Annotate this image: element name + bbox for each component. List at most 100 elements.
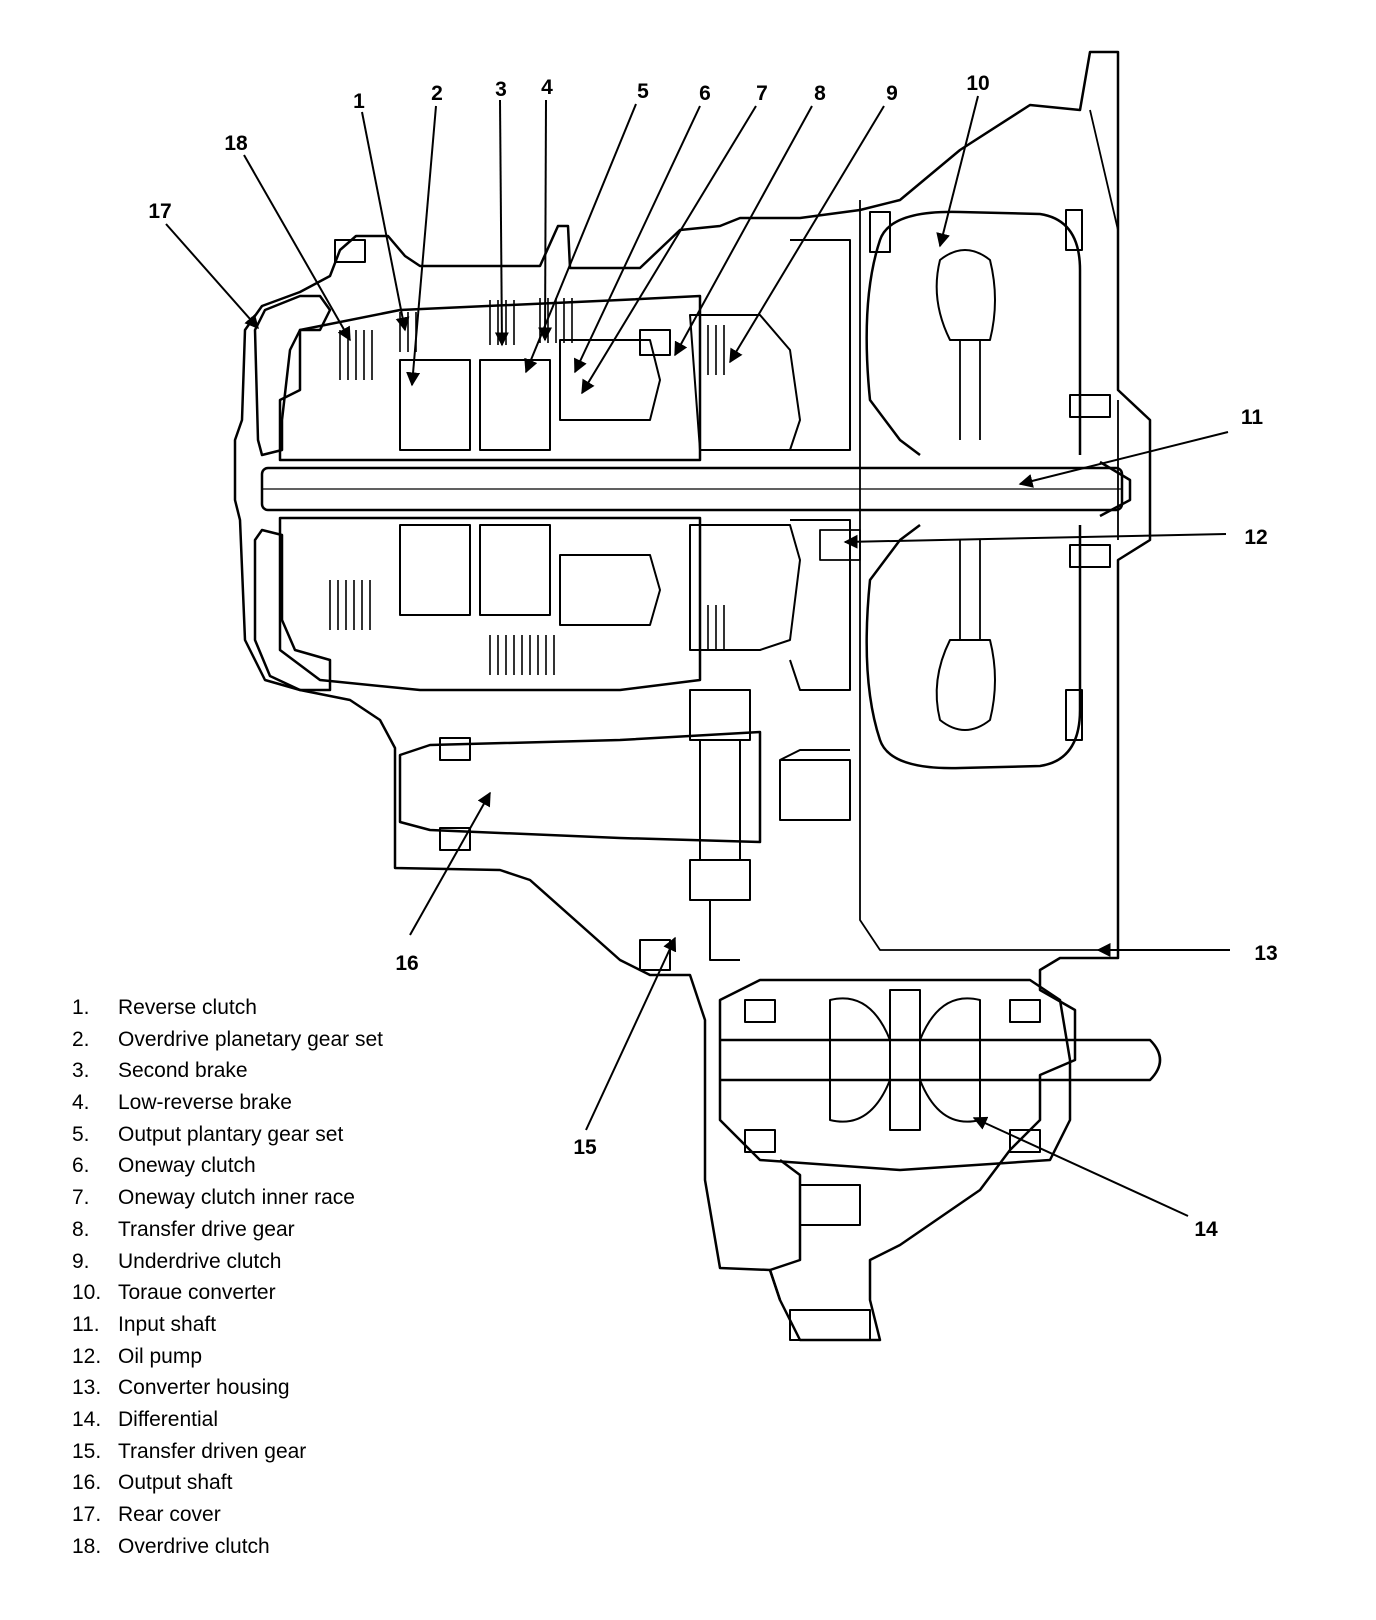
output-planetary-gear-set — [479, 359, 551, 451]
leader-arrow-2 — [406, 105, 437, 387]
legend-label: Output shaft — [118, 1471, 233, 1495]
legend-label: Converter housing — [118, 1376, 290, 1400]
leader-arrow-16 — [409, 791, 491, 936]
legend-number: 17. — [72, 1503, 102, 1526]
legend-number: 2. — [72, 1027, 90, 1051]
lower-clutch-housing — [278, 516, 702, 692]
output-shaft-bearing-lower — [439, 827, 471, 851]
legend-item: 10.Toraue converter — [72, 1281, 542, 1313]
legend-item: 1. Reverse clutch — [72, 996, 542, 1028]
torque-converter-housing — [865, 210, 1082, 770]
differential-pinion-right — [919, 997, 981, 1123]
housing-bolts — [334, 209, 1111, 741]
leader-arrow-18 — [243, 154, 351, 342]
legend-number: 18. — [72, 1534, 102, 1558]
input-shaft-end — [1099, 460, 1132, 518]
legend-item: 18. Overdrive clutch — [72, 1535, 542, 1567]
leader-arrow-9 — [729, 105, 885, 364]
lower-bolt — [789, 1309, 871, 1341]
overdrive-clutch-plates — [329, 330, 373, 630]
leader-arrow-14 — [972, 1116, 1189, 1217]
underdrive-clutch-plates — [699, 325, 725, 650]
differential-pinion-left — [829, 997, 891, 1123]
legend-number: 4. — [72, 1091, 90, 1115]
transfer-driven-gear — [639, 689, 751, 971]
callout-9: 9 — [886, 82, 898, 105]
legend-item: 15.Transfer driven gear — [72, 1440, 542, 1472]
overdrive-planetary-gear-set-lower — [399, 524, 471, 616]
rear-cover-lower — [253, 528, 332, 692]
legend-label: Output plantary gear set — [118, 1122, 344, 1146]
legend-number: 13. — [72, 1376, 102, 1400]
converter-housing-outline — [233, 50, 1152, 1342]
legend-label: Differential — [118, 1407, 218, 1431]
callout-18: 18 — [224, 132, 248, 155]
callout-16: 16 — [395, 952, 418, 975]
leader-arrow-5 — [524, 103, 637, 374]
legend-label: Overdrive planetary gear set — [118, 1027, 383, 1051]
legend-item: 5.Output plantary gear set — [72, 1123, 542, 1155]
parts-legend: 1. Reverse clutch 2. Overdrive planetary ge… — [72, 996, 542, 1566]
legend-label: Low-reverse brake — [118, 1091, 292, 1115]
legend-label: Overdrive clutch — [118, 1534, 270, 1558]
legend-label: Toraue converter — [118, 1281, 276, 1305]
legend-item: 11.Input shaft — [72, 1313, 542, 1345]
differential-center — [889, 989, 921, 1131]
callout-7: 7 — [756, 82, 768, 105]
legend-label: Reverse clutch — [118, 996, 257, 1019]
legend-number: 3. — [72, 1059, 90, 1083]
legend-label: Transfer drive gear — [118, 1217, 295, 1241]
differential-case — [718, 978, 1072, 1172]
oil-pump-body — [789, 239, 851, 691]
leader-arrow-17 — [165, 223, 259, 330]
legend-label: Oil pump — [118, 1344, 203, 1368]
brake-clutch-plates — [399, 298, 573, 675]
transfer-gear-support — [699, 740, 741, 961]
output-shaft — [398, 730, 762, 844]
leader-arrows — [165, 95, 1230, 1217]
callout-6: 6 — [699, 82, 711, 105]
legend-item: 3. Second brake — [72, 1059, 542, 1091]
legend-number: 12. — [72, 1344, 102, 1368]
callout-5: 5 — [637, 80, 649, 103]
legend-number: 16. — [72, 1471, 102, 1495]
leader-arrow-12 — [843, 533, 1227, 549]
legend-number: 6. — [72, 1154, 90, 1178]
overdrive-planetary-gear-set — [399, 359, 471, 451]
legend-item: 8. Transfer drive gear — [72, 1218, 542, 1250]
rear-cover-shell — [253, 294, 332, 457]
sensor-boss — [799, 1184, 861, 1226]
callout-4: 4 — [541, 76, 553, 99]
legend-label: Second brake — [118, 1059, 248, 1083]
legend-item: 9.Underdrive clutch — [72, 1250, 542, 1282]
transaxle-drawing — [233, 50, 1162, 1342]
torque-converter-turbine-upper — [935, 249, 996, 341]
legend-number: 14. — [72, 1407, 102, 1431]
legend-number: 15. — [72, 1439, 102, 1463]
legend-item: 17.Rear cover — [72, 1503, 542, 1535]
legend-item: 14. Differential — [72, 1408, 542, 1440]
torque-converter-turbine-lower — [935, 639, 996, 731]
torque-converter-blades — [959, 340, 981, 640]
legend-item: 13. Converter housing — [72, 1376, 542, 1408]
output-shaft-nut — [779, 749, 851, 821]
legend-number: 1. — [72, 996, 90, 1019]
legend-number: 8. — [72, 1217, 90, 1241]
callout-3: 3 — [495, 78, 507, 101]
leader-arrow-10 — [936, 95, 979, 248]
leader-arrow-8 — [674, 105, 813, 357]
leader-arrow-4 — [538, 99, 553, 342]
leader-arrow-15 — [585, 936, 677, 1131]
oil-pump-gear — [819, 529, 861, 561]
callout-2: 2 — [431, 82, 443, 105]
callout-17: 17 — [148, 200, 171, 223]
legend-number: 7. — [72, 1186, 90, 1210]
callout-11: 11 — [1241, 406, 1264, 429]
callout-1: 1 — [353, 90, 365, 113]
differential-axle — [720, 1038, 1162, 1082]
oneway-clutch — [559, 339, 661, 626]
callout-13: 13 — [1254, 942, 1277, 965]
callout-15: 15 — [573, 1136, 597, 1159]
leader-arrow-7 — [581, 105, 757, 395]
